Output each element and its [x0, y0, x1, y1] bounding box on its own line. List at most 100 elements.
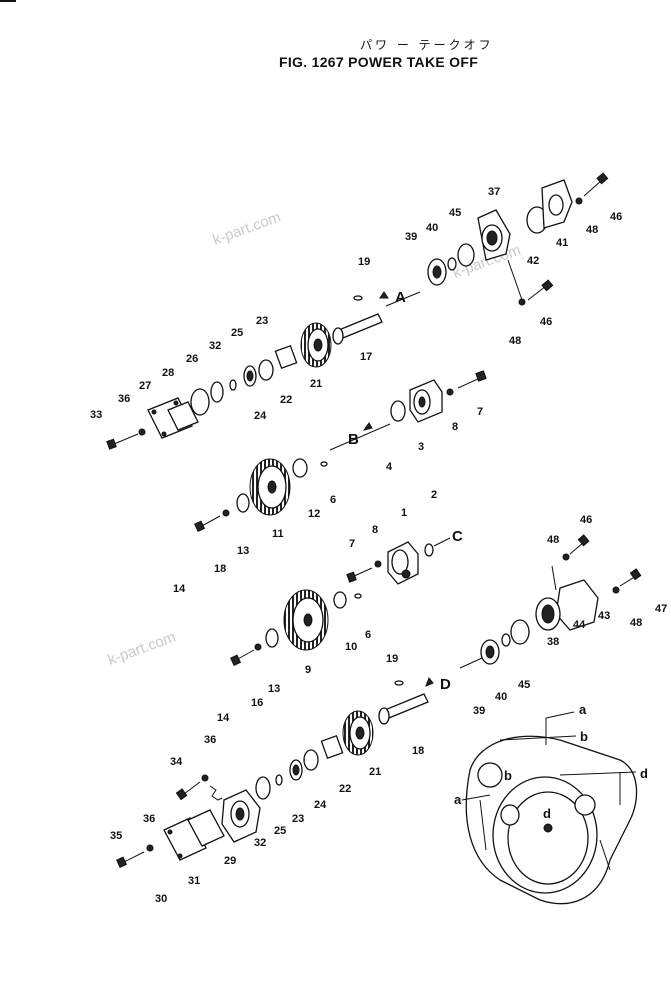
gear-21-bore	[313, 338, 323, 352]
ring-part-45	[457, 243, 475, 267]
label-46-top: 46	[610, 211, 622, 223]
bolt-part-46-lower	[527, 285, 547, 301]
label-25-d: 25	[274, 825, 286, 837]
washer-part-48-r	[562, 553, 570, 561]
label-27: 27	[139, 380, 151, 392]
section-ref-c: C	[452, 528, 463, 545]
label-29: 29	[224, 855, 236, 867]
bolt-part-7-c	[351, 567, 373, 578]
label-34: 34	[170, 756, 183, 768]
arrow-b	[362, 422, 373, 431]
label-46-r: 46	[580, 514, 592, 526]
label-48-mid: 48	[509, 335, 521, 347]
housing-ref-a-left: a	[454, 792, 462, 807]
leader-line	[507, 259, 523, 301]
housing-ref-d-center: d	[543, 806, 551, 821]
bolt-head-46-r	[577, 534, 590, 547]
washer-part-8-b	[446, 388, 454, 396]
section-arrows	[362, 291, 434, 687]
label-7-b: 7	[477, 406, 483, 418]
housing-ref-d-top: d	[640, 766, 648, 781]
label-39-d: 39	[473, 705, 485, 717]
bearing-39-d-bore	[485, 645, 495, 659]
label-14-c: 14	[217, 712, 230, 724]
label-47: 47	[655, 603, 667, 615]
arrow-d	[425, 677, 434, 687]
bolt-head-47	[629, 568, 642, 581]
label-6-b: 6	[330, 494, 336, 506]
plate-hole	[151, 409, 157, 415]
label-21: 21	[310, 378, 322, 390]
label-43: 43	[598, 610, 610, 622]
label-7-c: 7	[349, 538, 355, 550]
housing-ref-a-top: a	[579, 702, 587, 717]
label-19-d: 19	[386, 653, 398, 665]
ring-part-45-d	[510, 619, 530, 645]
plate-hole	[161, 431, 167, 437]
bolt-part-7-b	[457, 377, 481, 389]
plate-part-13-b	[236, 493, 250, 513]
label-35: 35	[110, 830, 122, 842]
label-32: 32	[209, 340, 221, 352]
label-22: 22	[280, 394, 292, 406]
label-38: 38	[547, 636, 559, 648]
bearing-23-bore	[246, 370, 254, 382]
washer-part-36	[138, 428, 146, 436]
collar-part-10	[333, 591, 347, 609]
bolt-part-34	[183, 781, 201, 795]
label-36-d: 36	[143, 813, 155, 825]
housing-44-bore	[541, 604, 555, 624]
label-12: 12	[308, 508, 320, 520]
label-45-d: 45	[518, 679, 530, 691]
label-24: 24	[254, 410, 267, 422]
housing-ref-b-left: b	[504, 768, 512, 783]
label-13-c: 13	[268, 683, 280, 695]
oring-part-4	[390, 400, 406, 422]
label-8-c: 8	[372, 524, 378, 536]
label-48-top: 48	[586, 224, 598, 236]
pin-part-6-b	[320, 461, 328, 467]
label-39: 39	[405, 231, 417, 243]
housing-1-face	[391, 549, 409, 575]
middle-b-assembly	[194, 370, 487, 532]
bolt-head-14-c	[230, 654, 242, 666]
bolt-head-46-top	[596, 172, 609, 185]
bolt-head-34	[175, 788, 188, 801]
label-18-d: 18	[412, 745, 424, 757]
label-19: 19	[358, 256, 370, 268]
washer-part-18	[222, 509, 230, 517]
housing-ref-b-top: b	[580, 729, 588, 744]
plate-part-13-c	[265, 628, 279, 648]
label-4: 4	[386, 461, 393, 473]
washer-part-36-d	[146, 844, 154, 852]
label-16: 16	[251, 697, 263, 709]
housing-port-a	[477, 762, 503, 788]
plate-hole	[167, 829, 173, 835]
bolt-head-33	[106, 438, 117, 450]
housing-29-bore	[235, 807, 245, 821]
label-45: 45	[449, 207, 461, 219]
label-23: 23	[256, 315, 268, 327]
bolt-head-7-b	[475, 370, 487, 382]
ring-part-32-d	[255, 776, 271, 800]
housing-port-b	[574, 794, 596, 816]
arrow-a	[379, 291, 389, 299]
washer-part-48-top	[575, 197, 583, 205]
label-9: 9	[305, 664, 311, 676]
axis-line-b	[329, 423, 391, 451]
label-48-r2: 48	[630, 617, 642, 629]
label-17: 17	[360, 351, 372, 363]
ring-part-32	[210, 381, 224, 403]
plate-hole	[177, 853, 183, 859]
label-30: 30	[155, 893, 167, 905]
housing-3-bore	[418, 396, 426, 408]
gear-21-d-bore	[355, 726, 365, 740]
housing-rib	[599, 839, 611, 871]
section-ref-b: B	[348, 431, 359, 448]
section-ref-d: D	[440, 676, 451, 693]
label-41: 41	[556, 237, 568, 249]
pointer-line-a-left	[461, 794, 491, 801]
cover-bore-hole	[486, 230, 498, 246]
leader-line	[209, 785, 223, 801]
figure-title: FIG. 1267 POWER TAKE OFF	[279, 54, 479, 70]
